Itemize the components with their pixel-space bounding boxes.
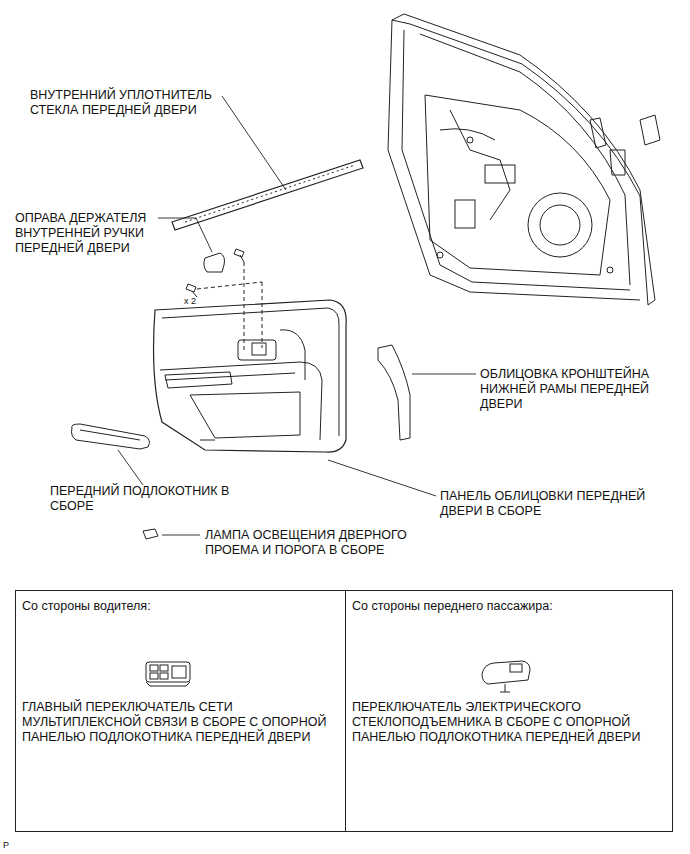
part-label: ПЕРЕКЛЮЧАТЕЛЬ ЭЛЕКТРИЧЕСКОГО СТЕКЛОПОДЪЕ… <box>352 700 666 745</box>
panel-heading: Со стороны переднего пассажира: <box>352 599 666 614</box>
power-window-switch <box>482 661 530 692</box>
part-label: P <box>3 840 23 850</box>
part-label: ВНУТРЕННИЙ УПЛОТНИТЕЛЬ СТЕКЛА ПЕРЕДНЕЙ Д… <box>30 88 245 118</box>
part-label: ОБЛИЦОВКА КРОНШТЕЙНА НИЖНЕЙ РАМЫ ПЕРЕДНЕ… <box>480 367 675 412</box>
handle-bezel <box>204 253 225 272</box>
screw <box>186 249 244 297</box>
part-label: ЛАМПА ОСВЕЩЕНИЯ ДВЕРНОГО ПРОЕМА И ПОРОГА… <box>205 528 440 558</box>
door-body <box>388 14 660 305</box>
master-switch <box>146 662 190 686</box>
view-panel: Со стороны водителя: ГЛАВНЫЙ ПЕРЕКЛЮЧАТЕЛ… <box>15 590 346 832</box>
part-label: ГЛАВНЫЙ ПЕРЕКЛЮЧАТЕЛЬ СЕТИ МУЛЬТИПЛЕКСНО… <box>22 700 339 745</box>
part-label: ПЕРЕДНИЙ ПОДЛОКОТНИК В СБОРЕ <box>50 484 260 514</box>
part-label: ПАНЕЛЬ ОБЛИЦОВКИ ПЕРЕДНЕЙ ДВЕРИ В СБОРЕ <box>440 489 678 519</box>
armrest <box>72 424 150 449</box>
weatherstrip <box>172 160 363 230</box>
door-trim-panel <box>154 300 347 452</box>
view-panel: Со стороны переднего пассажира: ПЕРЕКЛЮЧА… <box>345 590 673 832</box>
part-label: ОПРАВА ДЕРЖАТЕЛЯ ВНУТРЕННЕЙ РУЧКИ ПЕРЕДН… <box>15 211 175 256</box>
courtesy-lamp <box>143 529 158 539</box>
panel-heading: Со стороны водителя: <box>22 599 339 614</box>
part-label: x 2 <box>184 296 224 306</box>
bracket-trim <box>378 345 410 440</box>
leader-line <box>118 96 476 535</box>
